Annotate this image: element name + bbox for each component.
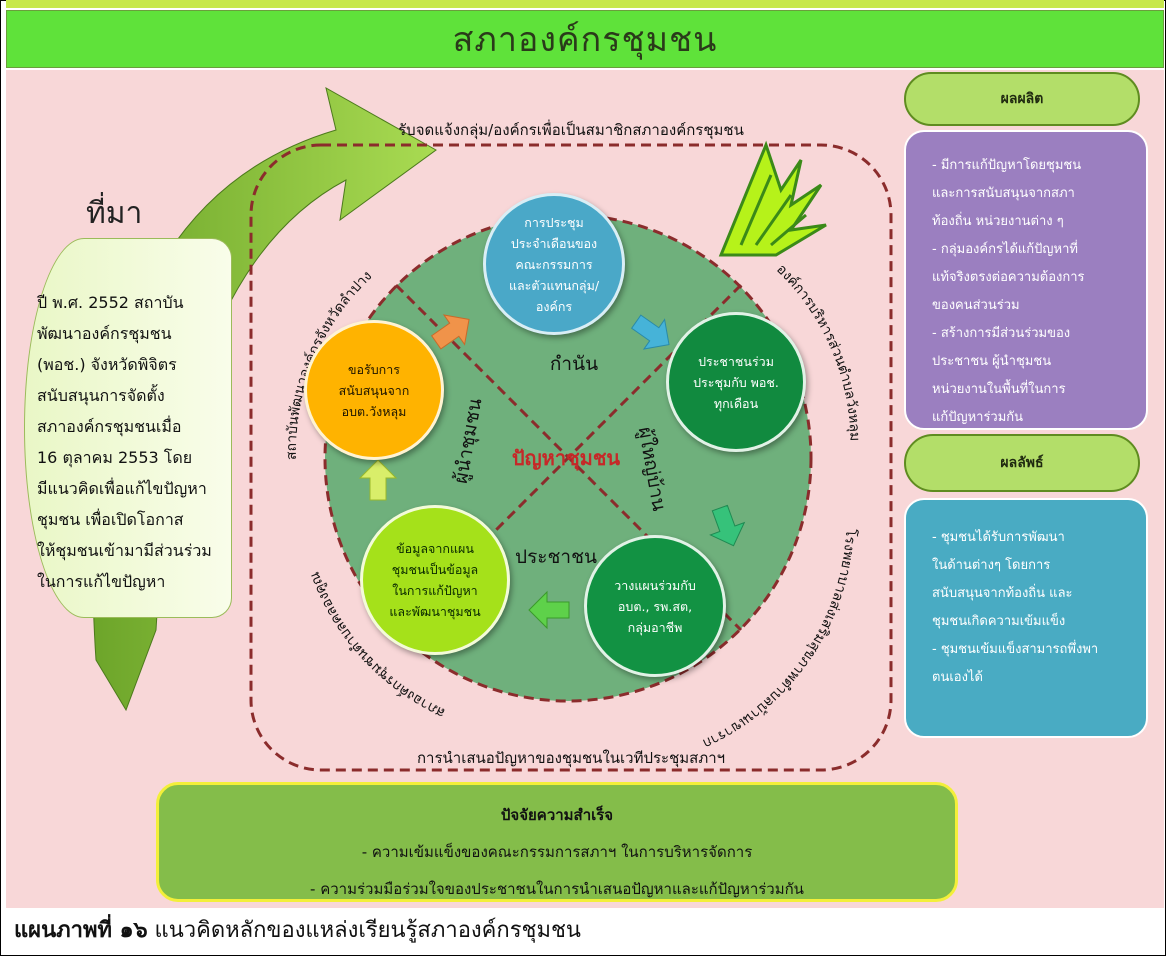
center-label: ปัญหาชุมชน (512, 446, 620, 471)
process-circle-meeting: การประชุม ประจำเดือนของ คณะกรรมการ และตั… (483, 193, 625, 335)
success-factors-title: ปัจจัยความสำเร็จ (500, 806, 614, 824)
frame-top-label: รับจดแจ้งกลุ่ม/องค์กรเพื่อเป็นสมาชิกสภาอ… (398, 119, 744, 140)
flow-arrow-5 (358, 459, 398, 501)
flow-arrow-1 (430, 314, 470, 350)
flow-arrow-2 (630, 314, 670, 350)
figure-caption: แผนภาพที่ ๑๖ แนวคิดหลักของแหล่งเรียนรู้ส… (14, 912, 581, 947)
frame-bottom-label: การนำเสนอปัญหาของชุมชนในเวทีประชุมสภาฯ (417, 749, 725, 768)
source-label: ที่มา (86, 196, 143, 231)
success-factor-1: - ความเข้มแข็งของคณะกรรมการสภาฯ ในการบริ… (361, 843, 753, 861)
starburst-decoration (718, 140, 827, 257)
process-circle-planning: วางแผนร่วมกับ อบต., รพ.สต, กลุ่มอาชีพ (584, 535, 726, 677)
success-factor-2: - ความร่วมมือร่วมใจของประชาชนในการนำเสนอ… (310, 880, 804, 898)
output-box: - มีการแก้ปัญหาโดยชุมชน และการสนับสนุนจา… (904, 130, 1148, 430)
result-heading: ผลลัพธ์ (904, 434, 1140, 492)
caption-text: แนวคิดหลักของแหล่งเรียนรู้สภาองค์กรชุมชน (147, 918, 581, 943)
result-box: - ชุมชนได้รับการพัฒนา ในด้านต่างๆ โดยการ… (904, 498, 1148, 738)
dashed-frame (249, 143, 893, 772)
diagram-title: สภาองค์กรชุมชน (6, 10, 1164, 68)
caption-label: แผนภาพที่ ๑๖ (14, 918, 148, 943)
process-circle-community-plan: ข้อมูลจากแผน ชุมชนเป็นข้อมูล ในการแก้ปัญ… (360, 505, 510, 655)
top-strip (6, 0, 1164, 8)
quadrant-label-top: กำนัน (550, 353, 598, 375)
process-circle-support: ขอรับการ สนับสนุนจาก อบต.วังหลุม (304, 320, 444, 460)
flow-arrow-4 (528, 590, 570, 630)
process-circle-participation: ประชาชนร่วม ประชุมกับ พอช. ทุกเดือน (666, 312, 806, 452)
source-box: ปี พ.ศ. 2552 สถาบัน พัฒนาองค์กรชุมชน (พอ… (24, 238, 232, 618)
output-heading: ผลผลิต (904, 72, 1140, 126)
flow-arrow-3 (709, 504, 746, 547)
success-factors-box: ปัจจัยความสำเร็จ - ความเข้มแข็งของคณะกรร… (156, 782, 958, 902)
quadrant-label-bottom: ประชาชน (515, 546, 597, 568)
